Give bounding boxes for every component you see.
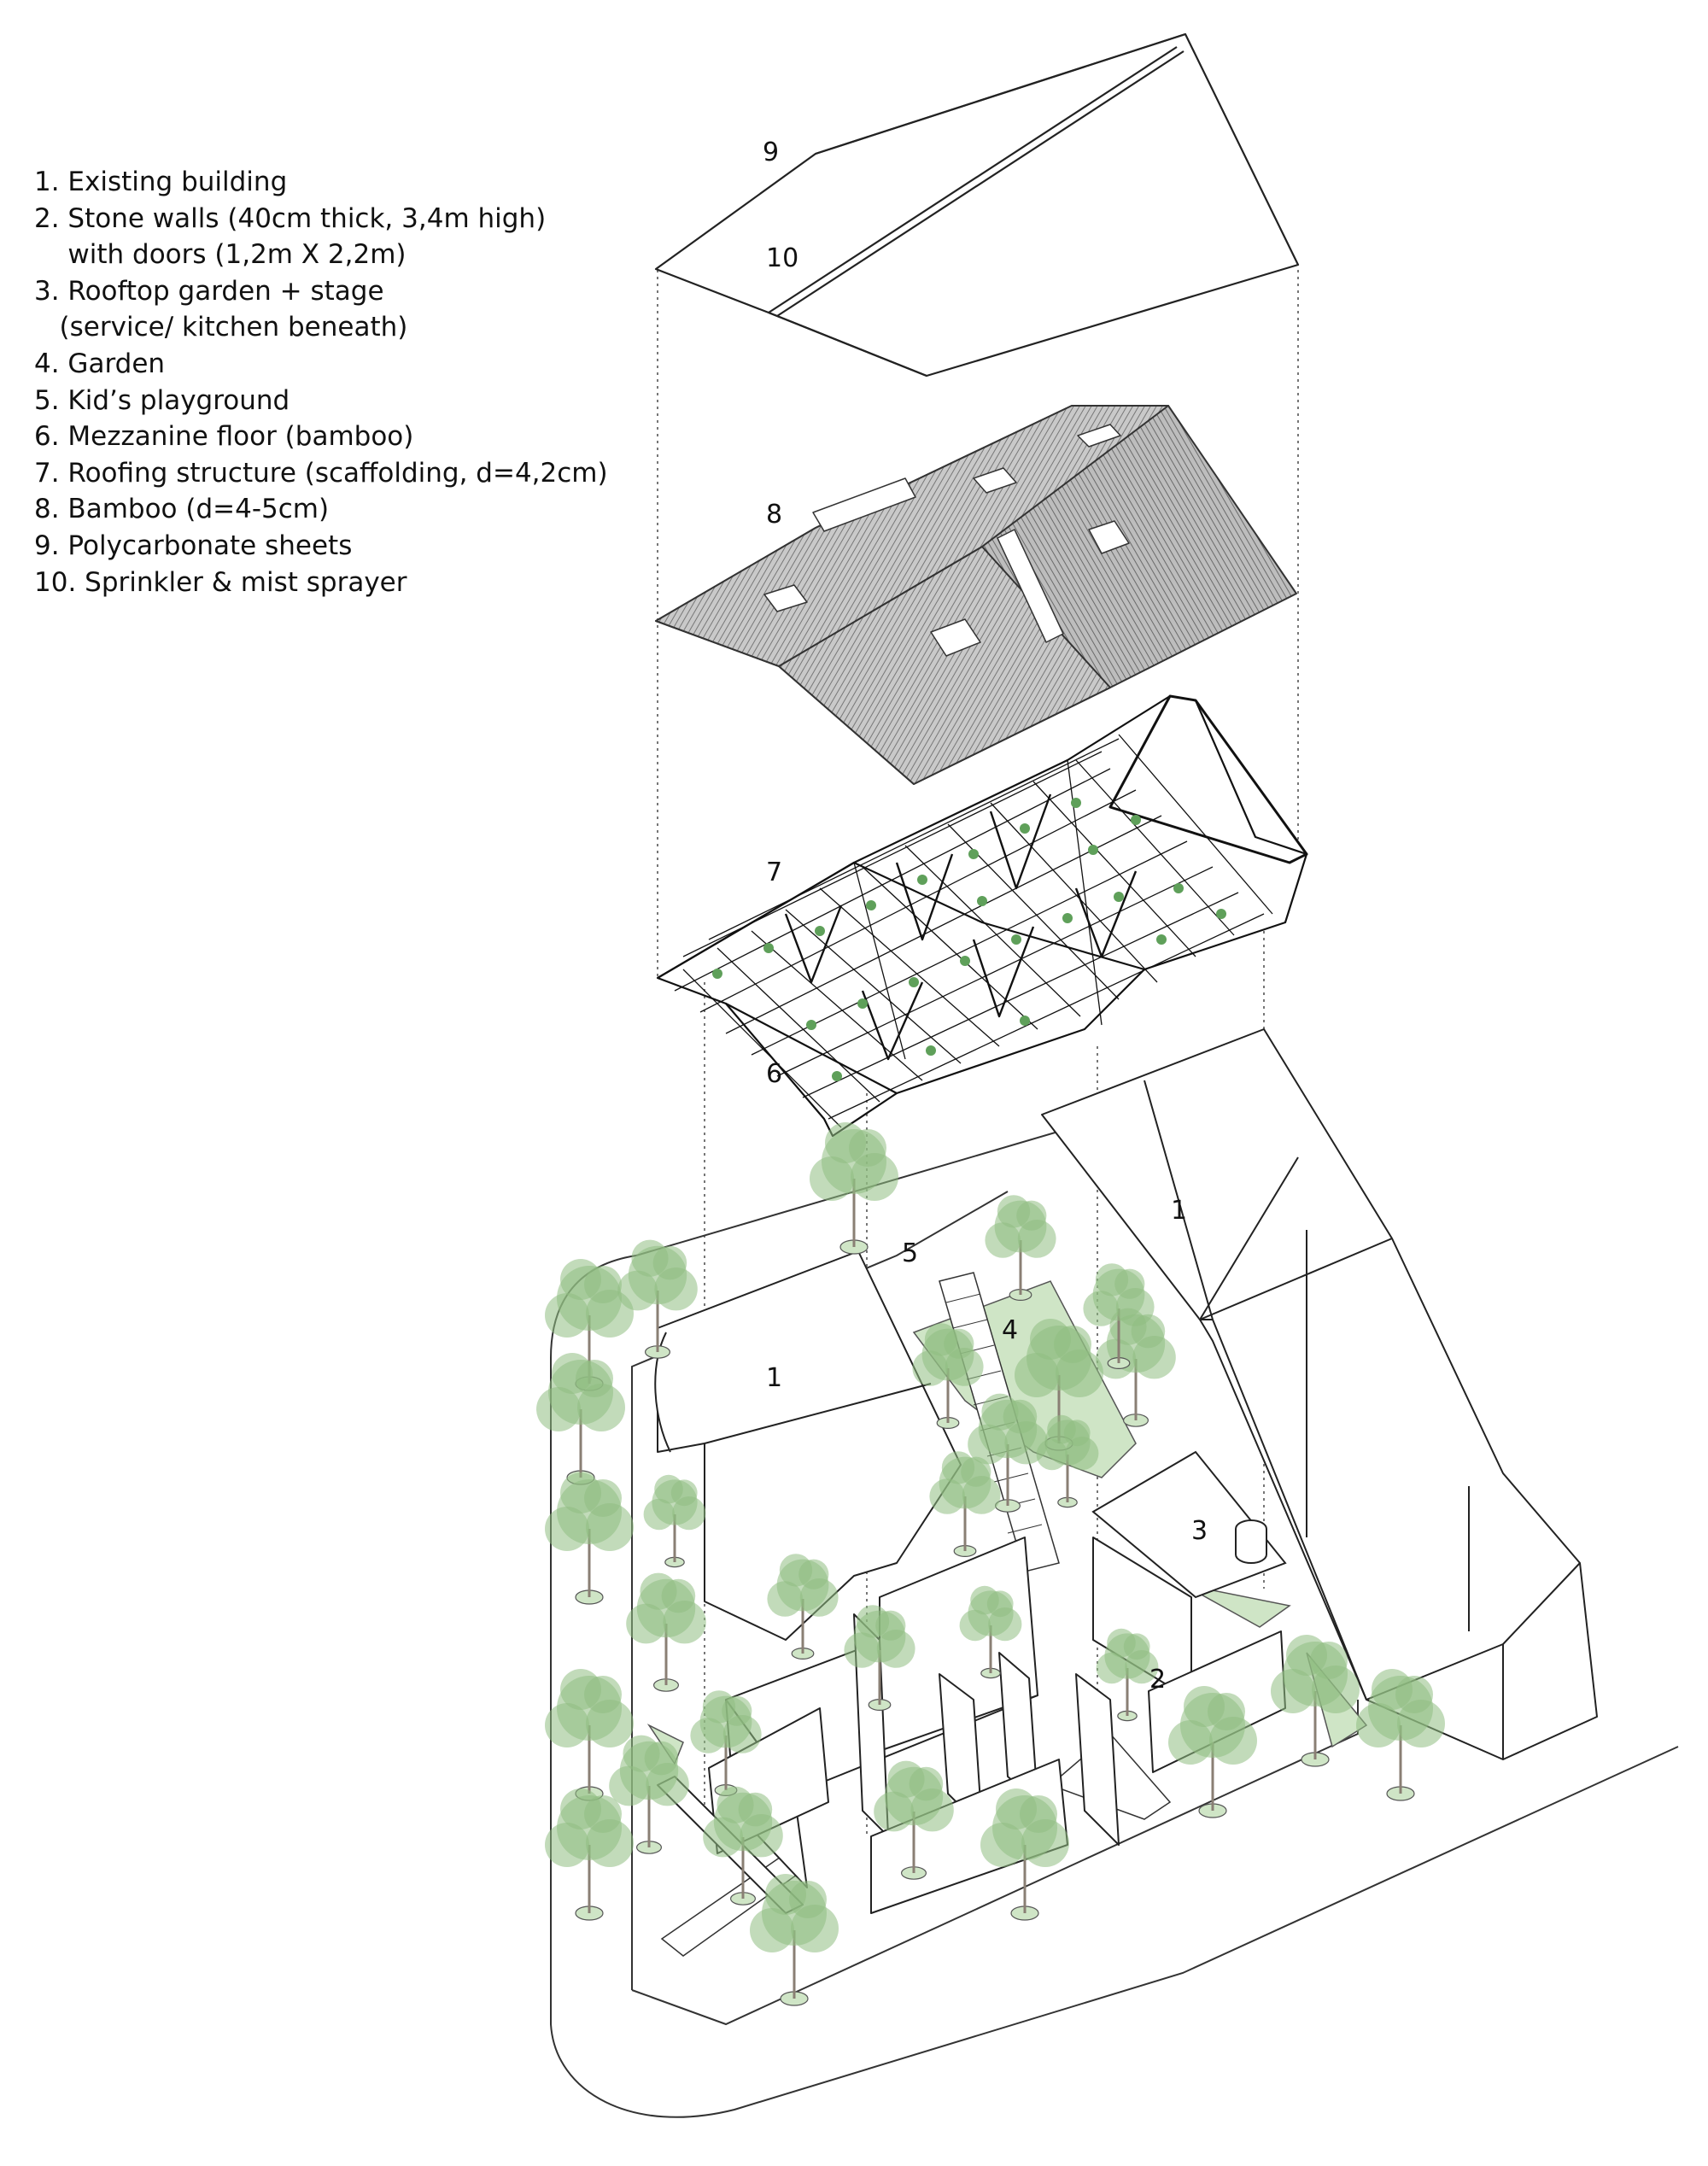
label-stone-walls: 2 [1149, 1665, 1166, 1695]
legend-item: with doors (1,2m X 2,2m) [34, 239, 407, 271]
legend-item: (service/ kitchen beneath) [34, 312, 408, 343]
tree-icon [545, 1259, 634, 1391]
polycarbonate-roof [654, 32, 1300, 378]
tree-icon [980, 1788, 1069, 1921]
legend-item: 7. Roofing structure (scaffolding, d=4,2… [34, 457, 608, 489]
tree-icon [1356, 1669, 1445, 1801]
tree-icon [617, 1239, 698, 1359]
label-rooftop-garden: 3 [1191, 1516, 1208, 1546]
diagram-labels: 9 10 8 7 6 5 4 3 2 1 1 [763, 138, 1208, 1695]
label-bamboo: 8 [766, 500, 782, 530]
tree-icon [545, 1788, 634, 1921]
legend-item: 4. Garden [34, 348, 166, 379]
legend-item: 5. Kid’s playground [34, 384, 290, 416]
label-existing-building-left: 1 [766, 1363, 782, 1393]
tree-icon [810, 1122, 898, 1255]
tree-icon [929, 1451, 1001, 1557]
mezzanine-plants [712, 798, 1226, 1081]
tree-icon [844, 1605, 915, 1711]
tree-icon [1036, 1414, 1099, 1508]
label-existing-building-right: 1 [1171, 1196, 1187, 1226]
tree-icon [1015, 1319, 1103, 1451]
scaffolding-structure [656, 694, 1308, 1138]
legend-item: 9. Polycarbonate sheets [34, 530, 353, 561]
label-garden: 4 [1002, 1315, 1018, 1345]
tree-icon [626, 1572, 706, 1692]
trees-group [536, 1122, 1445, 2006]
tree-icon [874, 1760, 954, 1880]
legend-item: 1. Existing building [34, 167, 288, 197]
legend-item: 3. Rooftop garden + stage [34, 275, 384, 307]
label-polycarbonate-sheets: 9 [763, 138, 779, 167]
tree-icon [1271, 1635, 1360, 1767]
label-kids-playground: 5 [902, 1238, 918, 1268]
tree-icon [643, 1474, 706, 1568]
tree-icon [703, 1786, 783, 1905]
tree-icon [968, 1393, 1048, 1513]
tree-icon [536, 1353, 625, 1485]
legend-item: 2. Stone walls (40cm thick, 3,4m high) [34, 202, 547, 234]
tree-icon [609, 1735, 689, 1854]
tree-icon [959, 1585, 1022, 1679]
tree-icon [1083, 1263, 1155, 1369]
tree-icon [767, 1554, 839, 1660]
tree-icon [1096, 1628, 1159, 1722]
label-roofing-structure: 7 [766, 858, 782, 887]
legend-list: 1. Existing building 2. Stone walls (40c… [34, 164, 608, 600]
label-sprinkler: 10 [766, 243, 798, 273]
tree-icon [545, 1472, 634, 1605]
legend-item: 8. Bamboo (d=4-5cm) [34, 494, 330, 525]
existing-building-right [1041, 1028, 1598, 1760]
legend-item: 10. Sprinkler & mist sprayer [34, 566, 407, 598]
legend-item: 6. Mezzanine floor (bamboo) [34, 421, 414, 453]
tree-icon [1168, 1686, 1257, 1818]
tree-icon [912, 1323, 984, 1429]
label-mezzanine-floor: 6 [766, 1059, 782, 1089]
rooftop-garden-stage [1091, 1450, 1287, 1599]
tree-icon [985, 1195, 1056, 1301]
bamboo-roof [655, 405, 1297, 785]
tree-icon [750, 1874, 839, 2006]
tree-icon [690, 1690, 762, 1797]
